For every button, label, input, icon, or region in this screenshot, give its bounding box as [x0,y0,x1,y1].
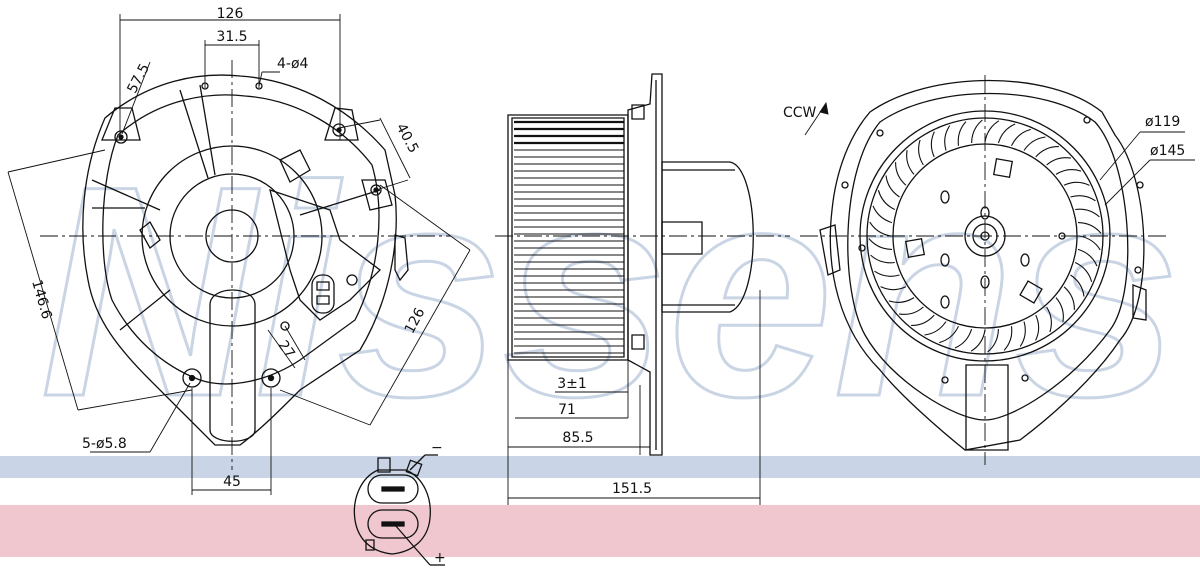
impeller-blade [1079,236,1100,250]
connector-minus: − [431,440,443,456]
rear-dimension-labels: CCW ø119 ø145 [783,105,1185,159]
impeller-blade [985,121,999,142]
impeller-blade [958,122,966,146]
impeller-blades [869,120,1101,352]
connector-plus: + [434,550,446,566]
impeller-blade [988,329,999,352]
impeller-blade [955,329,972,348]
impeller-blade [1056,298,1063,322]
dim-wheel-diameter: ø119 [1145,114,1180,130]
impeller-blade [1071,275,1085,297]
impeller-blade [1036,147,1059,157]
impeller-blade [971,330,985,351]
dim-bottom-width: 45 [223,474,241,490]
impeller-blade [1047,307,1052,332]
dim-housing-depth: 85.5 [562,430,593,446]
front-dimensions [8,14,470,495]
dim-overall-length: 151.5 [612,481,652,497]
dim-width-total: 126 [217,6,244,22]
impeller-blade [1020,322,1025,347]
dim-outer-diameter: ø145 [1150,143,1185,159]
dim-wheel-depth: 71 [558,402,576,418]
impeller-blade [919,140,924,165]
impeller-blade [881,287,906,290]
front-view [40,60,450,470]
impeller-blade [886,176,900,198]
impeller-blade [925,322,947,336]
side-dimensions [508,290,760,505]
impeller-blade [875,271,900,276]
impeller-blade [1047,158,1071,165]
rear-view [800,75,1170,465]
dim-mount-holes: 4-ø4 [277,56,309,72]
impeller-blade [907,150,914,174]
side-view [495,74,790,455]
dim-gap: 3±1 [557,376,587,392]
impeller-blade [939,326,958,342]
impeller-blade [899,307,923,314]
impeller-blade [1075,209,1099,217]
wheel-fins [514,122,624,353]
impeller-blade [873,206,892,223]
impeller-blade [1004,326,1012,350]
impeller-blade [871,255,895,263]
impeller-blade [869,239,892,250]
watermark-logo: Nissens [40,123,1180,459]
impeller-blade [896,162,906,185]
impeller-blade [972,120,983,143]
impeller-blade [911,315,934,325]
impeller-blade [1036,315,1039,340]
impeller-blade [998,124,1015,143]
impeller-blade [878,190,894,209]
blue-band [0,456,1200,478]
impeller-blade [1064,287,1074,310]
impeller-blade [931,132,934,157]
side-dimension-labels: 3±1 71 85.5 151.5 [557,376,652,497]
impeller-blade [1078,249,1097,266]
impeller-blade [945,126,950,151]
rear-dimensions [805,103,1195,205]
impeller-blade [870,222,891,236]
dim-bottom-holes: 5-ø5.8 [82,436,127,452]
impeller-blade [1075,263,1091,282]
connector-detail [354,455,445,565]
impeller-blade [1064,182,1089,185]
pink-band [0,505,1200,557]
impeller-blade [1024,137,1046,151]
impeller-blade [889,298,914,303]
impeller-blade [1078,223,1101,234]
impeller-blade [1056,170,1081,175]
impeller-blade [1012,129,1031,145]
impeller-blade [1071,196,1096,201]
dim-hole-spacing: 31.5 [216,29,247,45]
rotation-direction: CCW [783,105,817,121]
